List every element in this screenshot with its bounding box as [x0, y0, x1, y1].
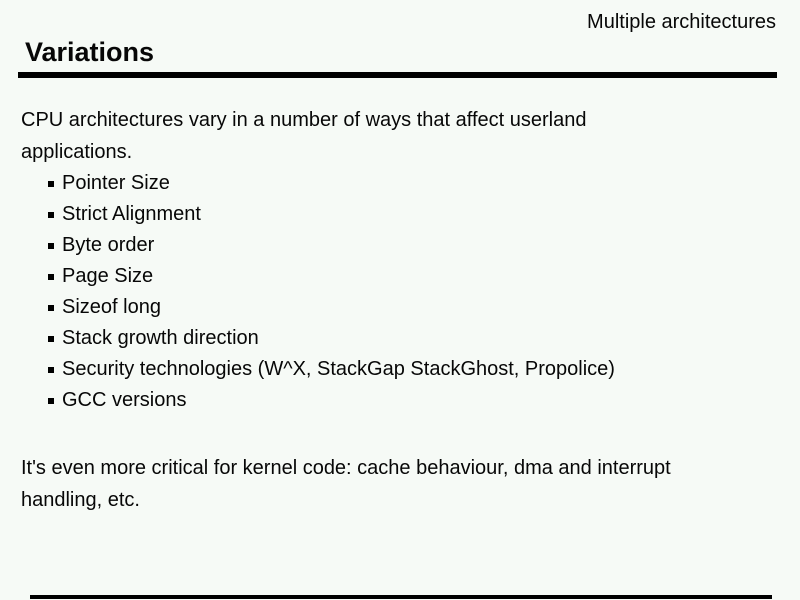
list-item-label: Sizeof long [62, 296, 161, 318]
list-item: Security technologies (W^X, StackGap Sta… [48, 354, 615, 385]
list-item: GCC versions [48, 385, 615, 416]
list-item-label: Page Size [62, 265, 154, 287]
list-item: Byte order [48, 230, 615, 261]
slide-title: Variations [25, 37, 155, 67]
list-item: Stack growth direction [48, 323, 615, 354]
closing-line: It's even more critical for kernel code:… [21, 457, 671, 479]
variations-bullet-list: Pointer Size Strict Alignment Byte order… [48, 168, 615, 416]
list-item-label: Stack growth direction [62, 327, 259, 349]
list-item-label: Security technologies (W^X, StackGap Sta… [62, 358, 615, 380]
list-item-label: GCC versions [62, 389, 187, 411]
closing-line: handling, etc. [21, 489, 140, 511]
list-item: Sizeof long [48, 292, 615, 323]
list-item: Strict Alignment [48, 199, 615, 230]
list-item: Pointer Size [48, 168, 615, 199]
slide-header-label: Multiple architectures [587, 11, 776, 33]
intro-paragraph: CPU architectures vary in a number of wa… [21, 104, 586, 168]
square-bullet-icon [48, 242, 54, 249]
list-item-label: Pointer Size [62, 172, 170, 194]
square-bullet-icon [48, 304, 54, 311]
square-bullet-icon [48, 273, 54, 280]
square-bullet-icon [48, 211, 54, 218]
list-item: Page Size [48, 261, 615, 292]
square-bullet-icon [48, 366, 54, 373]
list-item-label: Byte order [62, 234, 155, 256]
square-bullet-icon [48, 397, 54, 404]
title-rule-divider [18, 72, 777, 78]
list-item-label: Strict Alignment [62, 203, 201, 225]
square-bullet-icon [48, 180, 54, 187]
intro-line: applications. [21, 141, 133, 163]
bottom-rule-divider [30, 595, 772, 599]
intro-line: CPU architectures vary in a number of wa… [21, 109, 587, 131]
closing-paragraph: It's even more critical for kernel code:… [21, 452, 671, 516]
square-bullet-icon [48, 335, 54, 342]
